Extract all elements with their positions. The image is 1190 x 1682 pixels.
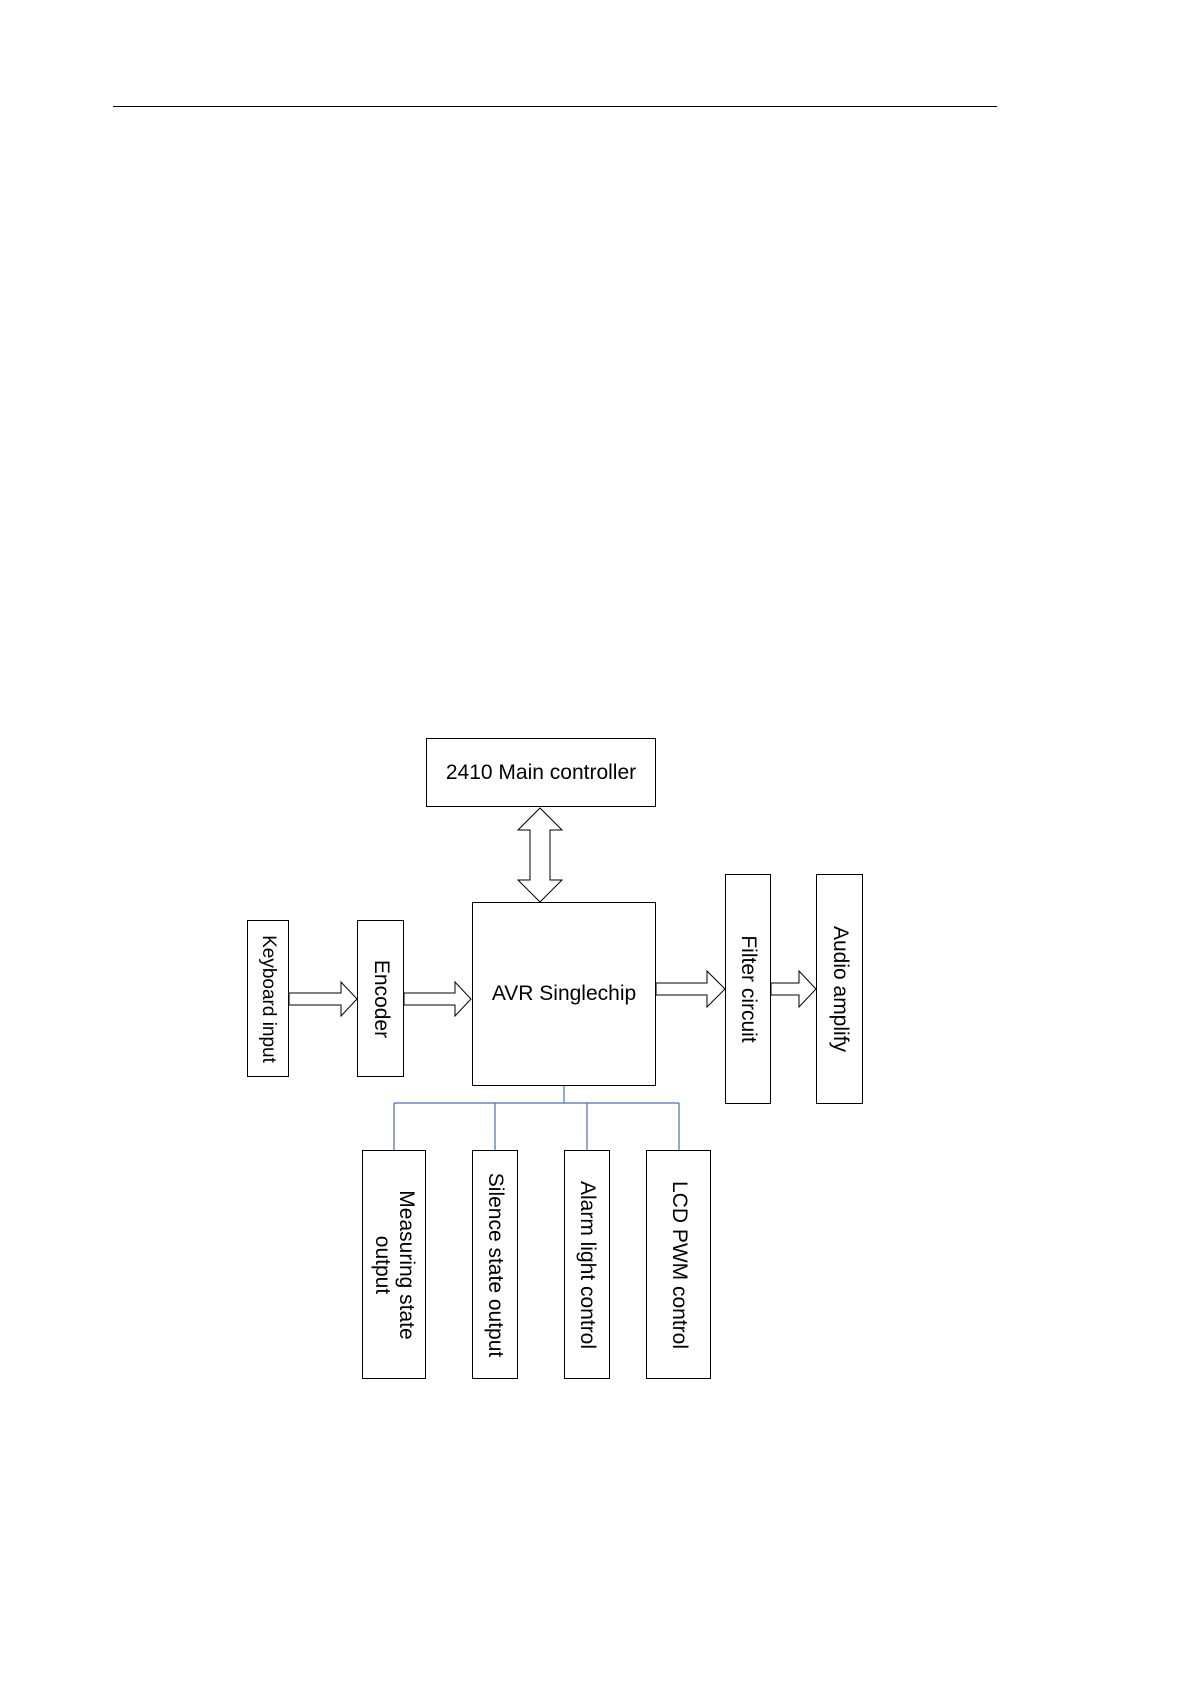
- encoder-label: Encoder: [368, 959, 392, 1037]
- measuring-line-1: Measuring state: [395, 1190, 418, 1339]
- filter-circuit-label: Filter circuit: [736, 935, 760, 1042]
- lcd-pwm-control-box: LCD PWM control: [646, 1150, 711, 1379]
- measuring-line-2: output: [371, 1235, 394, 1293]
- arrow-avr-to-filter: [656, 971, 725, 1007]
- arrow-filter-to-audio: [771, 971, 816, 1007]
- audio-amplify-box: Audio amplify: [816, 874, 863, 1104]
- main-controller-box: 2410 Main controller: [426, 738, 656, 807]
- alarm-light-control-label: Alarm light control: [575, 1180, 599, 1348]
- lcd-pwm-control-label: LCD PWM control: [666, 1180, 690, 1348]
- silence-state-output-label: Silence state output: [483, 1172, 507, 1356]
- arrow-encoder-to-avr: [404, 982, 471, 1016]
- avr-singlechip-label: AVR Singlechip: [492, 982, 636, 1006]
- bidirectional-arrow: [518, 808, 562, 902]
- main-controller-label: 2410 Main controller: [446, 760, 636, 784]
- keyboard-input-label: Keyboard input: [257, 935, 279, 1063]
- encoder-box: Encoder: [357, 920, 404, 1077]
- output-bus: [394, 1086, 679, 1150]
- keyboard-input-box: Keyboard input: [247, 920, 289, 1077]
- filter-circuit-box: Filter circuit: [725, 874, 771, 1104]
- audio-amplify-label: Audio amplify: [827, 926, 851, 1052]
- silence-state-output-box: Silence state output: [472, 1150, 518, 1379]
- avr-singlechip-box: AVR Singlechip: [472, 902, 656, 1086]
- alarm-light-control-box: Alarm light control: [564, 1150, 610, 1379]
- arrow-keyboard-to-encoder: [289, 982, 357, 1016]
